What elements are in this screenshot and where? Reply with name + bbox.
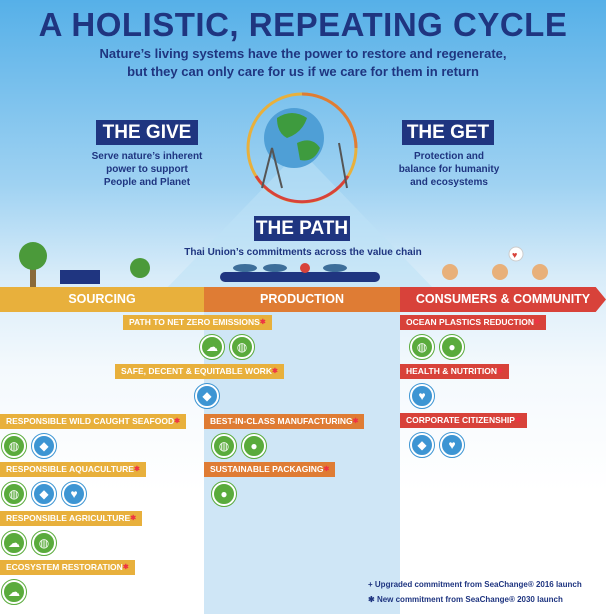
- commitment-label-text: SUSTAINABLE PACKAGING: [210, 464, 324, 474]
- legend-text: Upgraded commitment from SeaChange® 2016…: [374, 580, 582, 589]
- new-commitment-star-icon: ✱: [271, 368, 278, 375]
- svg-text:♥: ♥: [512, 250, 517, 260]
- give-desc-line: Serve nature’s inherent: [91, 151, 203, 162]
- new-commitment-star-icon: ✱: [533, 319, 540, 326]
- labor-icon: ◆: [409, 432, 435, 458]
- recycle-icon: ●: [439, 334, 465, 360]
- commitment-label: CORPORATE CITIZENSHIP✱: [400, 413, 527, 428]
- ocean-icon: ◍: [229, 334, 255, 360]
- commitment-label: RESPONSIBLE AGRICULTURE✱: [0, 511, 143, 526]
- commitment-label: ECOSYSTEM RESTORATION✱: [0, 560, 135, 575]
- commitment-label-text: CORPORATE CITIZENSHIP: [406, 415, 515, 425]
- commitment-label-text: OCEAN PLASTICS REDUCTION: [406, 317, 534, 327]
- health-icon: ♥: [409, 383, 435, 409]
- the-path-description: Thai Union’s commitments across the valu…: [184, 247, 422, 258]
- commitment-icons: ☁◍: [199, 334, 255, 360]
- labor-icon: ◆: [31, 481, 57, 507]
- ocean-icon: ◍: [409, 334, 435, 360]
- plus-icon: +: [368, 580, 375, 589]
- new-commitment-star-icon: ✱: [496, 368, 503, 375]
- commitment-label: RESPONSIBLE AQUACULTURE✱: [0, 462, 146, 477]
- commitment-label-text: RESPONSIBLE AQUACULTURE: [6, 464, 134, 474]
- new-commitment-star-icon: ✱: [323, 466, 330, 473]
- commitment-label-text: HEALTH & NUTRITION: [406, 366, 497, 376]
- value-chain-illustration: ♥: [19, 242, 548, 288]
- commitment-label-text: RESPONSIBLE WILD CAUGHT SEAFOOD: [6, 416, 175, 426]
- commitment-label: HEALTH & NUTRITION✱: [400, 364, 509, 379]
- the-get-description: Protection and balance for humanity and ec…: [372, 150, 526, 189]
- labor-icon: ◆: [31, 433, 57, 459]
- new-commitment-star-icon: ✱: [259, 319, 266, 326]
- page-title: A HOLISTIC, REPEATING CYCLE: [38, 6, 568, 43]
- commitment-label: BEST-IN-CLASS MANUFACTURING✱: [204, 414, 365, 429]
- commitment-icons: ☁◍: [1, 530, 57, 556]
- the-path-heading: THE PATH: [254, 216, 350, 241]
- health-icon: ♥: [439, 432, 465, 458]
- new-commitment-star-icon: ✱: [133, 466, 140, 473]
- commitment-icons: ♥: [409, 383, 435, 409]
- commitment-label-text: ECOSYSTEM RESTORATION: [6, 562, 123, 572]
- commitment-icons: ●: [211, 481, 237, 507]
- ocean-icon: ◍: [31, 530, 57, 556]
- subtitle-line-1: Nature’s living systems have the power t…: [99, 46, 507, 61]
- commitment-icons: ◆: [194, 383, 220, 409]
- new-commitment-star-icon: ✱: [122, 564, 129, 571]
- recycle-icon: ●: [241, 433, 267, 459]
- get-desc-line: balance for humanity: [398, 164, 500, 175]
- ocean-icon: ◍: [1, 481, 27, 507]
- climate-icon: ☁: [1, 530, 27, 556]
- get-desc-line: Protection and: [413, 151, 484, 162]
- commitment-label: PATH TO NET ZERO EMISSIONS✱: [123, 315, 272, 330]
- commitment-label: SAFE, DECENT & EQUITABLE WORK✱: [115, 364, 284, 379]
- commitment-icons: ◍◆♥: [1, 481, 87, 507]
- commitment-icons: ◍◆: [1, 433, 57, 459]
- get-desc-line: and ecosystems: [410, 177, 488, 188]
- stage-production: PRODUCTION: [204, 287, 400, 312]
- commitment-label: RESPONSIBLE WILD CAUGHT SEAFOOD✱: [0, 414, 186, 429]
- the-get-heading: THE GET: [402, 120, 494, 145]
- commitment-label-text: PATH TO NET ZERO EMISSIONS: [129, 317, 260, 327]
- commitment-label: SUSTAINABLE PACKAGING✱: [204, 462, 336, 477]
- health-icon: ♥: [61, 481, 87, 507]
- legend-new: ✱ New commitment from SeaChange® 2030 la…: [368, 595, 563, 604]
- commitment-label-text: RESPONSIBLE AGRICULTURE: [6, 513, 131, 523]
- commitment-label-text: SAFE, DECENT & EQUITABLE WORK: [121, 366, 272, 376]
- the-give-heading: THE GIVE: [96, 120, 198, 145]
- commitment-label-text: BEST-IN-CLASS MANUFACTURING: [210, 416, 353, 426]
- commitment-icons: ◍●: [211, 433, 267, 459]
- stage-consumers-community: CONSUMERS & COMMUNITY: [400, 287, 606, 312]
- new-commitment-star-icon: ✱: [174, 418, 180, 425]
- commitment-icons: ◆♥: [409, 432, 465, 458]
- legend-text: New commitment from SeaChange® 2030 laun…: [376, 595, 563, 604]
- star-icon: ✱: [368, 595, 377, 604]
- climate-icon: ☁: [199, 334, 225, 360]
- commitment-label: OCEAN PLASTICS REDUCTION✱: [400, 315, 546, 330]
- labor-icon: ◆: [194, 383, 220, 409]
- recycle-icon: ●: [211, 481, 237, 507]
- give-desc-line: People and Planet: [103, 177, 191, 188]
- commitment-icons: ◍●: [409, 334, 465, 360]
- cycle-globe-illustration: [246, 92, 358, 204]
- new-commitment-star-icon: ✱: [130, 515, 137, 522]
- climate-icon: ☁: [1, 579, 27, 605]
- commitment-icons: ☁: [1, 579, 27, 605]
- ocean-icon: ◍: [211, 433, 237, 459]
- legend-upgraded: + Upgraded commitment from SeaChange® 20…: [368, 580, 582, 589]
- new-commitment-star-icon: ✱: [352, 418, 359, 425]
- stage-sourcing: SOURCING: [0, 287, 204, 312]
- new-commitment-star-icon: ✱: [514, 417, 521, 424]
- give-desc-line: power to support: [106, 164, 188, 175]
- ocean-icon: ◍: [1, 433, 27, 459]
- subtitle-line-2: but they can only care for us if we care…: [127, 64, 479, 79]
